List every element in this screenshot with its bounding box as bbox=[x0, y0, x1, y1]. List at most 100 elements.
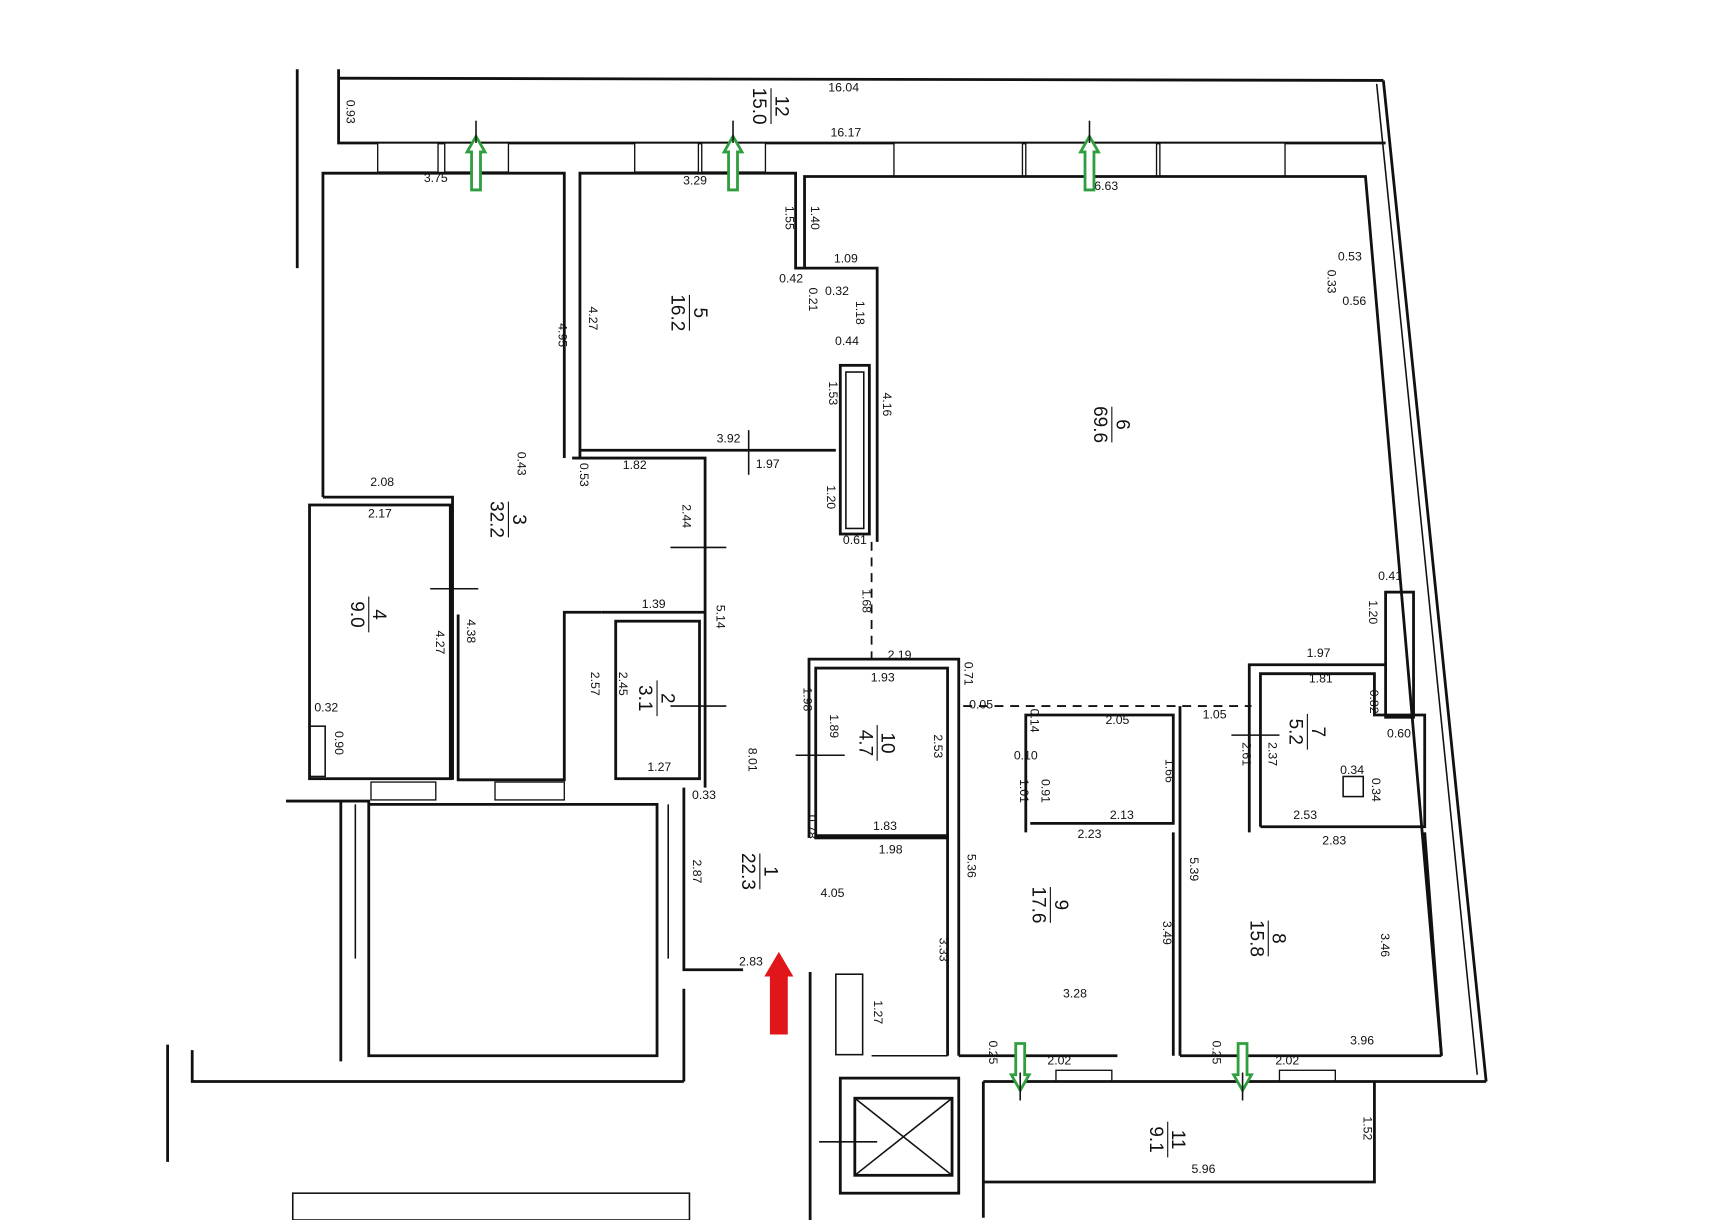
dimension-label: 0.56 bbox=[1342, 294, 1366, 308]
dimension-label: 0.34 bbox=[1340, 763, 1364, 777]
dimension-label: 0.60 bbox=[1387, 726, 1411, 740]
dimension-label: 1.27 bbox=[871, 1000, 885, 1024]
dimension-label: 1.83 bbox=[873, 819, 897, 833]
dimension-label: 2.87 bbox=[690, 859, 704, 883]
dimension-label: 1.52 bbox=[1360, 1116, 1374, 1140]
dimension-label: 0.14 bbox=[1027, 709, 1041, 733]
dimension-label: 4.95 bbox=[556, 323, 570, 347]
dimension-label: 16.04 bbox=[828, 81, 859, 95]
dimension-label: 1.40 bbox=[808, 206, 822, 230]
dimension-label: 5.36 bbox=[965, 854, 979, 878]
walls bbox=[166, 69, 1488, 1220]
view-arrow-down-icon bbox=[1231, 1042, 1254, 1094]
dimension-label: 2.61 bbox=[1240, 742, 1254, 766]
dimension-label: 2.45 bbox=[616, 672, 630, 696]
room-label: 917.6 bbox=[1027, 886, 1070, 923]
room-number: 2 bbox=[657, 693, 678, 704]
dimension-label: 5.96 bbox=[1192, 1162, 1216, 1176]
room-number: 5 bbox=[689, 308, 710, 319]
dimension-label: 2.02 bbox=[1275, 1054, 1299, 1068]
dimension-label: 0.32 bbox=[825, 284, 849, 298]
dimension-label: 2.44 bbox=[680, 504, 694, 528]
dimension-label: 1.01 bbox=[1017, 779, 1031, 803]
dimension-label: 2.57 bbox=[588, 672, 602, 696]
room-area: 4.7 bbox=[854, 730, 875, 756]
room-number: 3 bbox=[508, 514, 529, 525]
dimension-label: 8.01 bbox=[746, 748, 760, 772]
dimension-label: 1.66 bbox=[1162, 759, 1176, 783]
dimension-label: 3.28 bbox=[1063, 987, 1087, 1001]
dimension-label: 1.27 bbox=[647, 760, 671, 774]
room-area: 5.2 bbox=[1285, 719, 1306, 745]
room-area: 15.8 bbox=[1245, 920, 1266, 957]
dimension-label: 2.13 bbox=[1110, 808, 1134, 822]
room-number: 7 bbox=[1307, 726, 1328, 737]
dimension-label: 1.55 bbox=[783, 206, 797, 230]
dimension-label: 3.96 bbox=[1350, 1034, 1374, 1048]
dimension-label: 1.20 bbox=[824, 485, 838, 509]
view-arrow-up-icon bbox=[1078, 133, 1101, 192]
view-arrow-up-icon bbox=[464, 133, 488, 192]
view-arrow-down-icon bbox=[1008, 1042, 1032, 1094]
dimension-label: 1.18 bbox=[853, 301, 867, 325]
room-area: 22.3 bbox=[737, 853, 758, 890]
room-number: 10 bbox=[877, 732, 898, 753]
dimension-label: 0.33 bbox=[1324, 270, 1338, 294]
dimension-label: 0.25 bbox=[986, 1040, 1000, 1064]
dimension-label: 0.10 bbox=[1014, 749, 1038, 763]
dimension-label: 5.14 bbox=[713, 605, 727, 629]
dimension-label: 0.53 bbox=[1338, 249, 1362, 263]
dimension-label: 5.39 bbox=[1187, 857, 1201, 881]
room-number: 12 bbox=[770, 96, 791, 117]
dimension-label: 2.83 bbox=[739, 954, 763, 968]
room-label: 23.1 bbox=[634, 680, 678, 717]
dimension-label: 0.43 bbox=[514, 452, 528, 476]
dimension-label: 0.41 bbox=[1378, 569, 1402, 583]
dimension-label: 0.42 bbox=[779, 272, 803, 286]
dimension-label: 1.05 bbox=[1203, 707, 1227, 721]
dimension-label: 0.33 bbox=[692, 788, 716, 802]
room-number: 9 bbox=[1050, 900, 1071, 911]
dimension-label: 1.97 bbox=[1307, 646, 1331, 660]
dimension-label: 1.89 bbox=[827, 714, 841, 738]
dimension-label: 2.02 bbox=[1047, 1054, 1071, 1068]
dimension-label: 1.09 bbox=[834, 252, 858, 266]
room-number: 4 bbox=[368, 609, 389, 620]
room-area: 3.1 bbox=[634, 685, 655, 711]
dimension-label: 2.53 bbox=[1293, 808, 1317, 822]
dimension-label: 1.98 bbox=[879, 843, 903, 857]
dimension-label: 1.98 bbox=[800, 687, 814, 711]
dimension-label: 3.75 bbox=[424, 171, 448, 185]
room-number: 1 bbox=[759, 866, 780, 877]
dimension-label: 3.29 bbox=[683, 173, 707, 187]
dimension-label: 2.08 bbox=[370, 475, 394, 489]
dimension-label: 4.16 bbox=[880, 392, 894, 416]
dimension-label: 4.27 bbox=[586, 306, 600, 330]
room-area: 69.6 bbox=[1089, 406, 1110, 443]
dimension-label: 0.21 bbox=[806, 287, 820, 311]
dimension-label: 1.20 bbox=[1366, 600, 1380, 624]
room-number: 8 bbox=[1268, 933, 1289, 944]
dimension-label: 1.53 bbox=[826, 381, 840, 405]
room-label: 104.7 bbox=[854, 725, 898, 761]
dimension-label: 4.38 bbox=[464, 619, 478, 643]
room-label: 119.1 bbox=[1145, 1121, 1188, 1158]
dimension-label: 2.83 bbox=[1322, 834, 1346, 848]
room-label: 815.8 bbox=[1245, 920, 1288, 957]
dimension-label: 0.82 bbox=[1367, 690, 1381, 714]
room-label: 49.0 bbox=[346, 596, 389, 633]
dimension-label: 1.93 bbox=[871, 671, 895, 685]
dimension-label: 1.97 bbox=[756, 457, 780, 471]
room-label: 669.6 bbox=[1089, 406, 1132, 443]
room-label: 332.2 bbox=[486, 501, 529, 538]
entrance-arrow-icon bbox=[764, 951, 794, 1035]
dimension-label: 4.05 bbox=[821, 886, 845, 900]
room-area: 9.1 bbox=[1145, 1126, 1166, 1152]
room-label: 75.2 bbox=[1285, 713, 1328, 750]
dimension-label: 3.49 bbox=[1160, 921, 1174, 945]
dimension-label: 3.92 bbox=[717, 431, 741, 445]
dimension-label: 0.93 bbox=[343, 100, 357, 124]
